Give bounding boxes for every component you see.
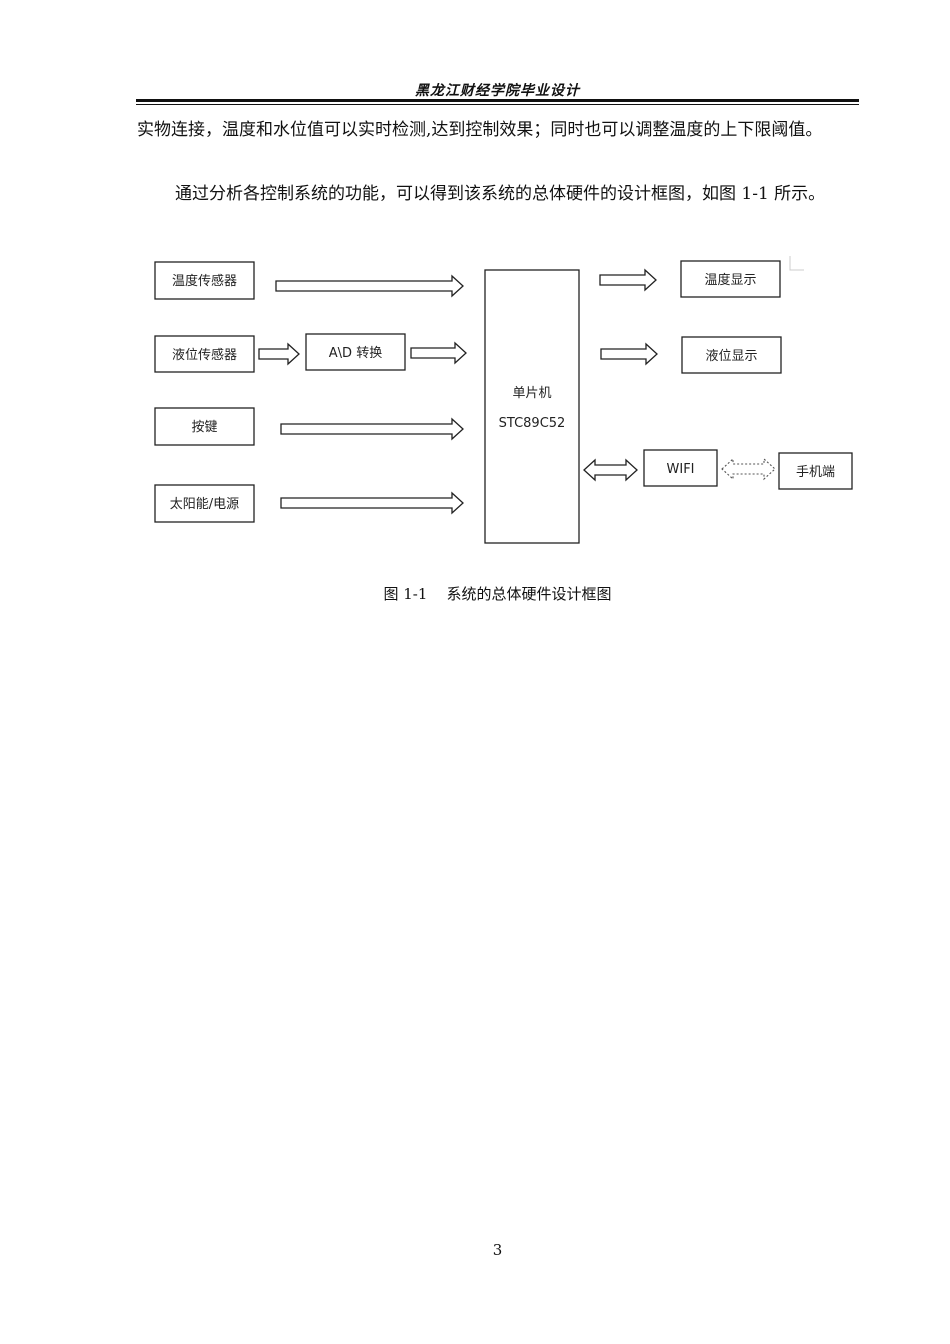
label-level-sensor: 液位传感器 (172, 347, 237, 363)
label-phone: 手机端 (796, 465, 835, 480)
corner-mark (789, 256, 804, 271)
block-level-display (681, 336, 782, 374)
arrow-keys-to-mcu (280, 417, 464, 441)
label-keys: 按键 (191, 420, 217, 435)
label-mcu-name: 单片机 (512, 386, 551, 401)
block-mcu (484, 269, 580, 544)
label-wifi: WIFI (667, 462, 695, 477)
header-title: 黑龙江财经学院毕业设计 (415, 83, 580, 99)
page-number: 3 (492, 1241, 503, 1259)
block-keys (154, 407, 255, 446)
label-temp-display: 温度显示 (704, 272, 756, 288)
block-temp-display (680, 260, 781, 298)
arrow-wifi-phone-wireless (721, 457, 776, 481)
label-temp-sensor: 温度传感器 (172, 273, 237, 289)
figure-caption: 图 1-1 系统的总体硬件设计框图 (383, 585, 612, 603)
body-paragraph-1: 实物连接，温度和水位值可以实时检测,达到控制效果；同时也可以调整温度的上下限阈值… (137, 120, 823, 140)
label-ad-converter: A\D 转换 (329, 346, 382, 361)
arrow-mcu-to-level-display (600, 342, 658, 366)
arrow-power-to-mcu (280, 491, 464, 515)
arrow-level-sensor-to-ad (258, 342, 300, 366)
block-power (154, 484, 255, 523)
block-wifi (643, 449, 718, 487)
label-power: 太阳能/电源 (170, 497, 239, 512)
header-rule-thin (136, 104, 859, 105)
arrow-mcu-wifi-bidirectional (583, 458, 638, 482)
arrow-mcu-to-temp-display (599, 268, 657, 292)
arrow-temp-sensor-to-mcu (275, 274, 464, 298)
block-temp-sensor (154, 261, 255, 300)
block-phone (778, 452, 853, 490)
block-level-sensor (154, 335, 255, 373)
arrow-ad-to-mcu (410, 341, 467, 365)
body-paragraph-2: 通过分析各控制系统的功能，可以得到该系统的总体硬件的设计框图，如图 1-1 所示… (175, 184, 826, 204)
block-ad-converter (305, 333, 406, 371)
label-mcu-model: STC89C52 (499, 416, 566, 431)
header-rule-thick (136, 99, 859, 102)
label-level-display: 液位显示 (705, 349, 757, 364)
hardware-block-diagram: 温度传感器 液位传感器 A\D 转换 按键 太阳能/电源 单片机 STC89C5… (154, 256, 853, 544)
